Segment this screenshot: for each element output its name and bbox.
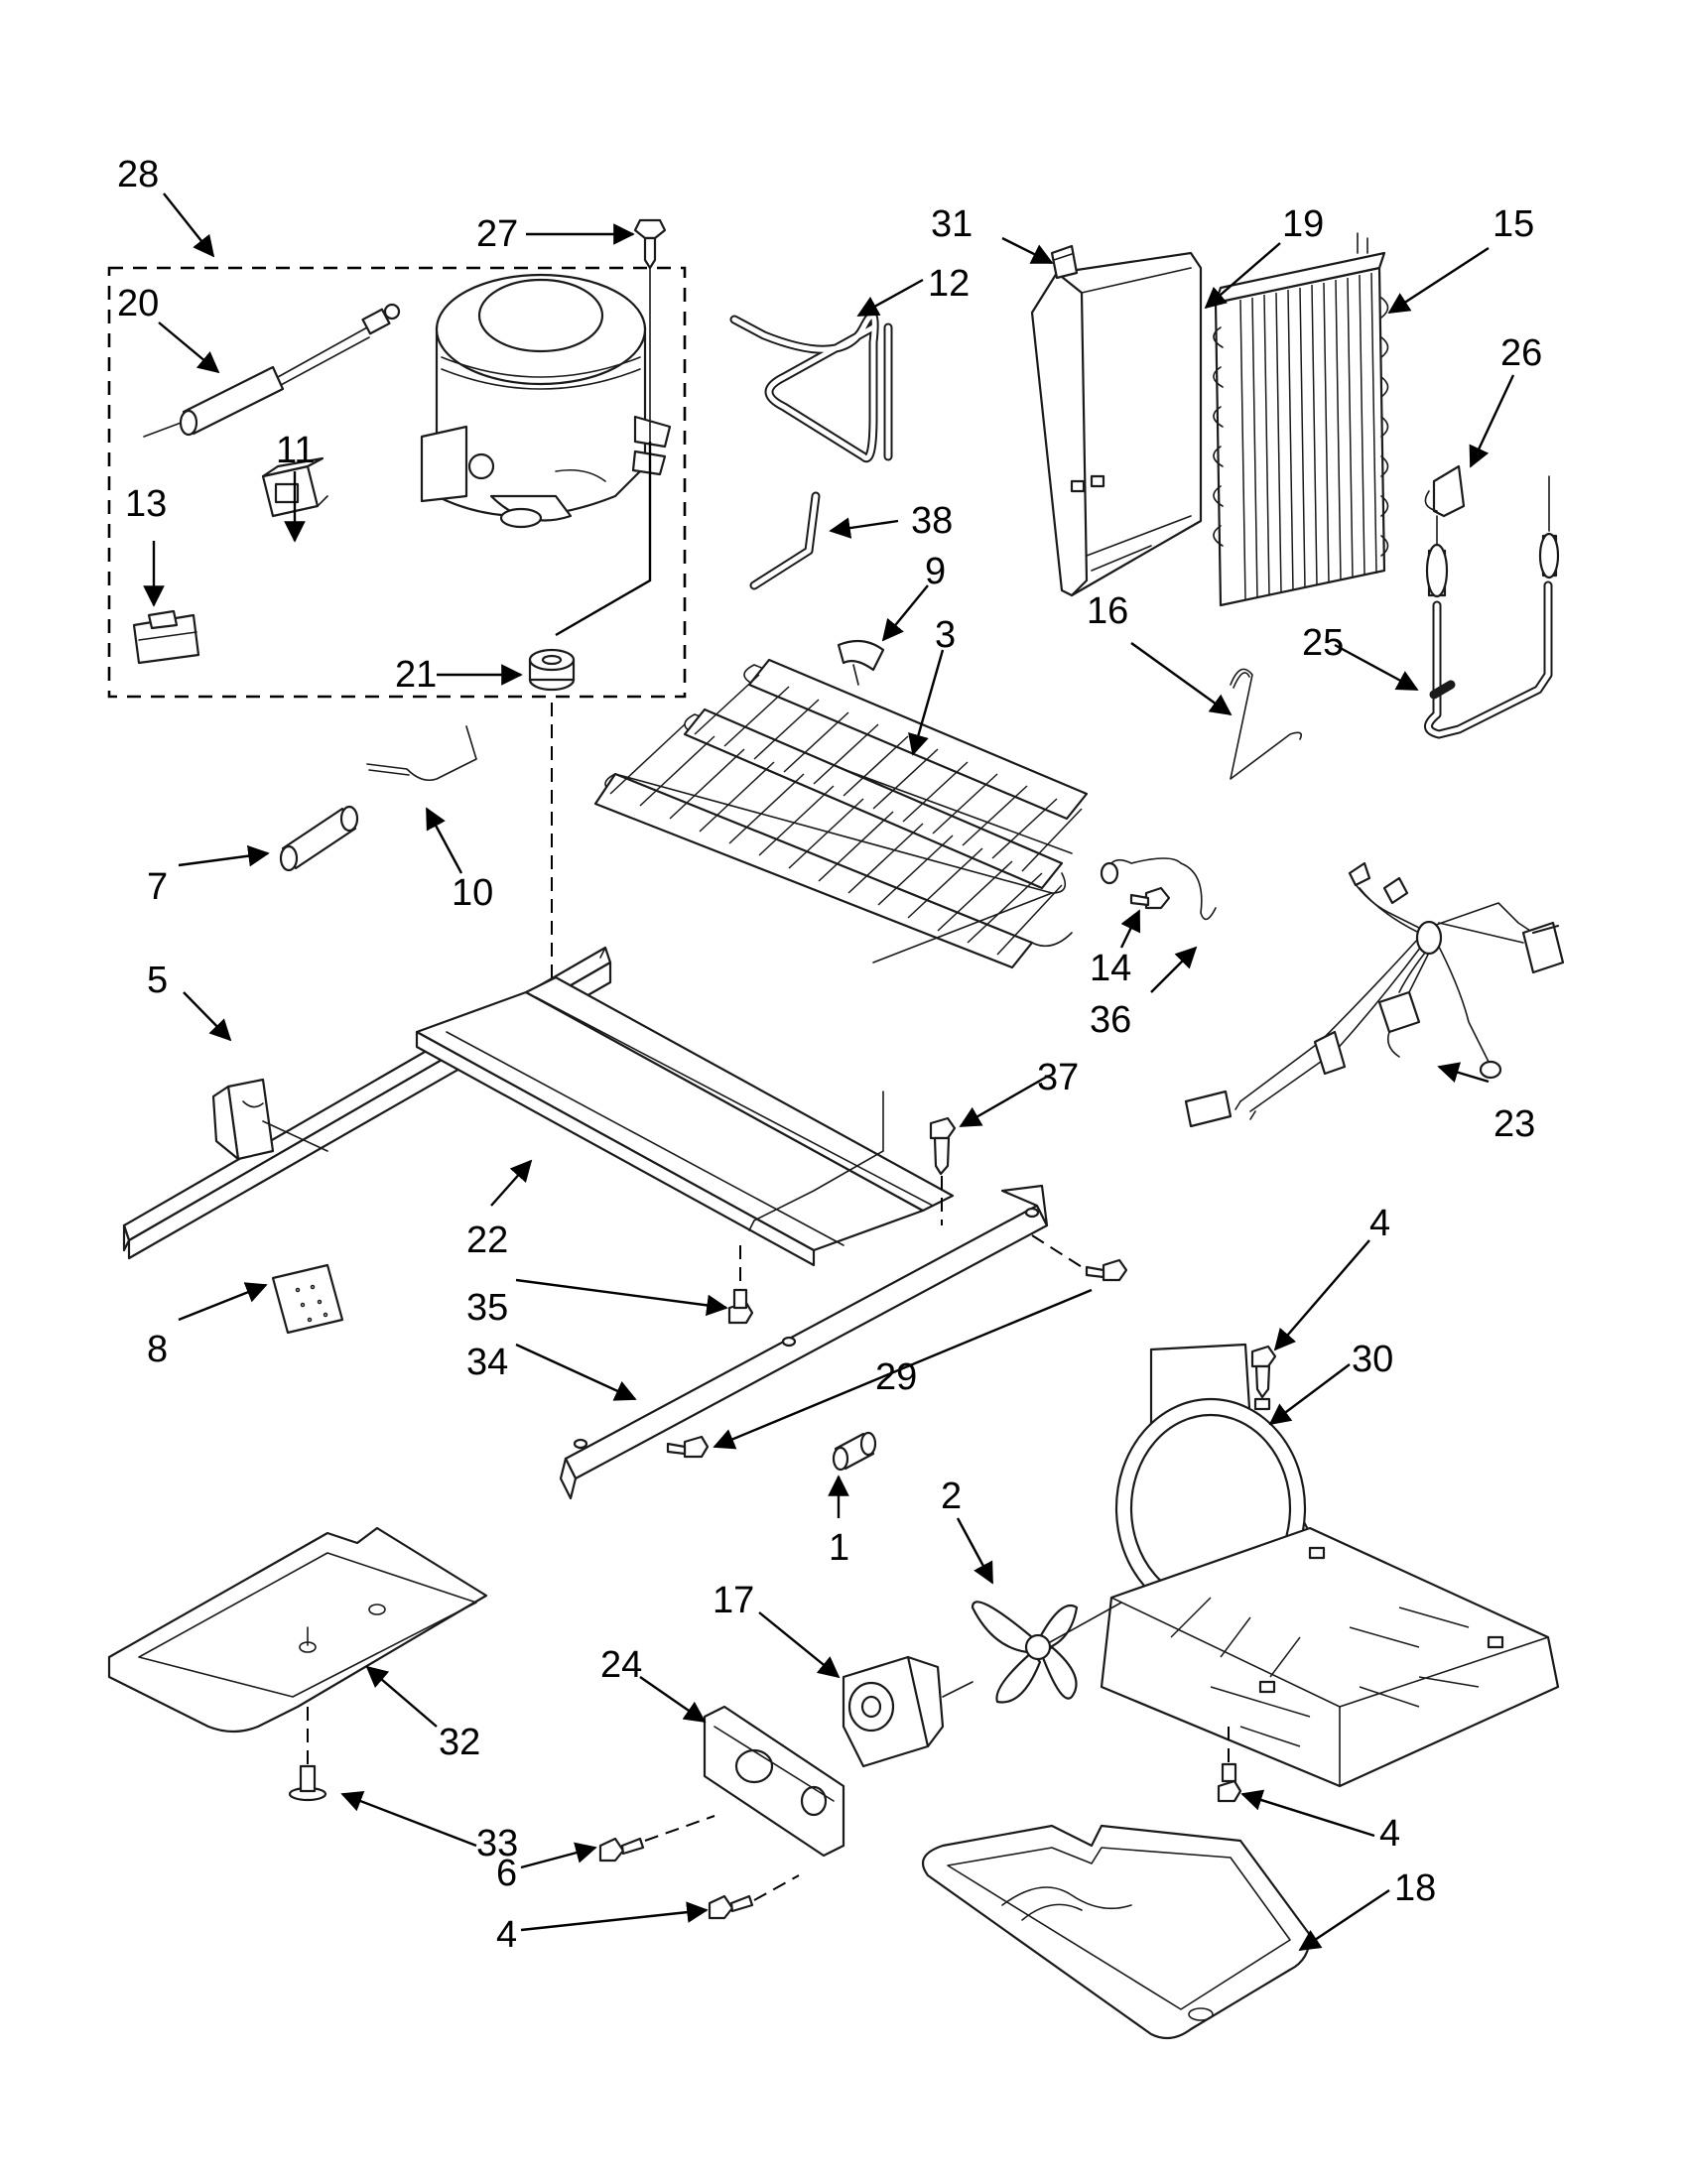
part-5-bracket [211,1078,275,1161]
callout-21: 21 [395,654,437,696]
callout-23: 23 [1493,1103,1535,1145]
callout-1: 1 [829,1527,849,1569]
callout-13: 13 [125,483,167,525]
callout-31: 31 [931,203,973,245]
condenser-support-line [748,1091,884,1231]
part-29-screw-b [666,1435,710,1459]
part-23-wire-harness [1184,861,1565,1128]
part-14-screw [1129,886,1171,910]
callout-16: 16 [1087,590,1128,632]
part-8-pad [271,1263,344,1335]
part-29-screw-a [1031,1234,1128,1282]
part-11-relay [261,456,328,518]
callout-5: 5 [147,960,168,1001]
condenser-wires [609,674,1083,956]
callout-38: 38 [911,500,953,542]
callout-30: 30 [1352,1339,1393,1380]
callout-4-bottom: 4 [496,1914,517,1956]
part-32-cover [107,1526,488,1734]
part-16-wire-clip [1230,668,1303,780]
part-17-fan-motor [842,1655,974,1768]
callout-22: 22 [466,1220,508,1261]
part-4-screw-bottom [708,1874,800,1920]
part-37-screw [929,1116,957,1225]
callout-36: 36 [1090,999,1131,1041]
callout-28: 28 [117,154,159,195]
part-9-clip [837,639,885,686]
part-19-housing [1030,251,1203,597]
part-33-leveling-foot [288,1707,327,1802]
part-30-fan-shroud [1100,1343,1560,1788]
part-24-bracket [703,1705,845,1858]
callout-24: 24 [600,1644,642,1686]
callout-12: 12 [928,263,970,305]
callout-9: 9 [925,551,946,592]
part-22-frame [122,946,955,1267]
shroud-ribs [1170,1597,1480,1747]
callout-labels: 28 27 20 11 13 21 12 38 9 3 31 19 15 26 … [117,154,1542,1956]
compressor-kit-boundary [107,266,687,699]
evaporator-fins [1239,272,1377,601]
callout-10: 10 [452,872,493,914]
part-2-fan-blade [971,1601,1122,1704]
callout-2: 2 [941,1476,962,1517]
callout-37: 37 [1037,1057,1079,1098]
part-13-cover [132,609,200,665]
callout-7: 7 [147,866,168,908]
callout-19: 19 [1282,203,1324,245]
callout-34: 34 [466,1342,508,1383]
callout-8: 8 [147,1329,168,1370]
callout-4-lower: 4 [1379,1813,1400,1855]
callout-6: 6 [496,1853,517,1894]
compressor [420,273,672,529]
part-35-screw [727,1245,754,1325]
part-5-line [262,1120,328,1152]
part-4-screw-upper [1250,1345,1277,1399]
callout-18: 18 [1394,1867,1436,1909]
callout-29: 29 [875,1356,917,1398]
part-12-tube [729,311,893,463]
callout-32: 32 [439,1722,480,1763]
callout-25: 25 [1302,622,1344,664]
callout-20: 20 [117,283,159,324]
leader-lines [143,193,1515,1951]
part-7-insulator [279,805,359,872]
callout-3: 3 [935,614,956,656]
part-34-rail [559,1184,1049,1500]
part-18-drain-pan [921,1824,1312,2040]
callout-11: 11 [276,430,315,471]
callout-14: 14 [1090,948,1131,989]
part-26-clip [1424,464,1466,518]
part-20-protector [143,303,401,438]
part-21-grommet [528,648,576,692]
part-1-plug [832,1431,877,1472]
part-10-wire [366,725,477,782]
callout-35: 35 [466,1287,508,1329]
callout-4-upper: 4 [1369,1203,1390,1244]
callout-15: 15 [1493,203,1534,245]
part-31-clip [1050,244,1079,280]
part-25-drier [1424,475,1560,739]
part-36-bracket [1100,857,1217,921]
callout-27: 27 [476,213,518,255]
callout-17: 17 [713,1580,754,1621]
compressor-grommet-line [555,442,652,637]
callout-26: 26 [1500,332,1542,374]
part-38-tube [749,491,821,590]
part-6-screw [598,1815,715,1863]
part-4-screw-lower [1217,1727,1242,1803]
screw-27 [633,218,667,443]
callout-33: 33 [476,1823,518,1864]
part-15-evaporator [1213,232,1389,607]
part-3-condenser [593,658,1089,969]
